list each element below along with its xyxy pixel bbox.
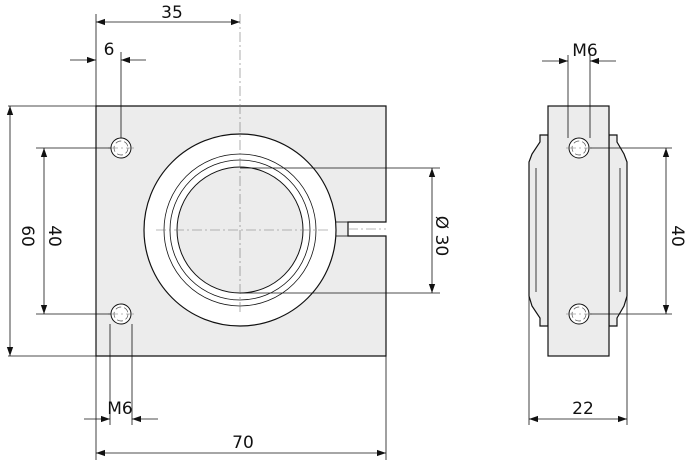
dim-label-hole-spacing: 40 xyxy=(44,225,64,247)
dim-label-hole-thread-bottom: M6 xyxy=(107,399,132,419)
mounting-hole-top xyxy=(108,137,134,159)
dim-label-bore: Ø 30 xyxy=(431,216,451,256)
dim-label-half-width: 35 xyxy=(161,3,183,23)
side-view: M6 40 22 xyxy=(528,41,687,425)
dim-label-width: 70 xyxy=(232,433,254,453)
side-dim-label-hole-spacing: 40 xyxy=(667,225,687,247)
front-view: 35 6 60 40 Ø 30 M6 70 xyxy=(6,3,451,460)
side-dim-label-depth: 22 xyxy=(572,399,594,419)
dim-label-height: 60 xyxy=(17,225,37,247)
side-ring-left xyxy=(528,134,549,327)
side-mounting-hole-top xyxy=(566,137,592,159)
side-dim-label-hole-thread: M6 xyxy=(572,41,597,61)
side-ring-right xyxy=(608,134,628,327)
side-mounting-hole-bottom xyxy=(566,303,592,325)
dim-label-hole-offset: 6 xyxy=(104,40,115,60)
